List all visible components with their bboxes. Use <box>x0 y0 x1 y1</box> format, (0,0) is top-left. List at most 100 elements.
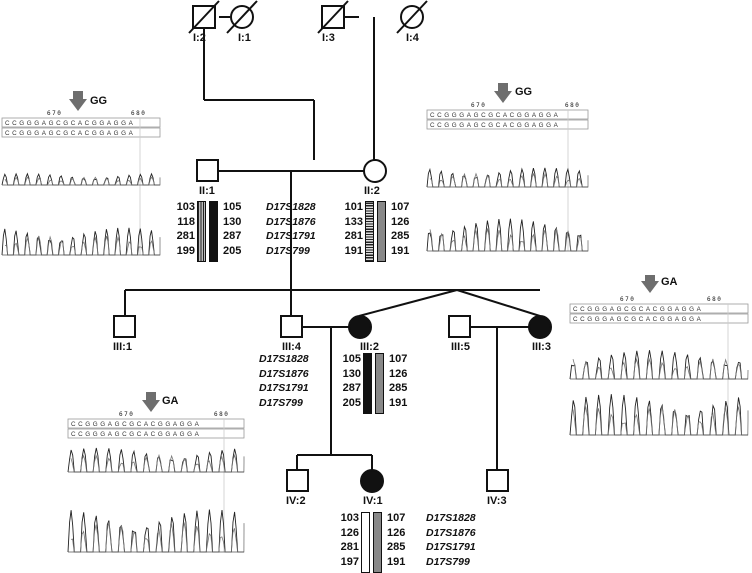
label-IV2: IV:2 <box>286 495 306 507</box>
chromatogram-trace-forward <box>1 172 160 186</box>
label-II1: II:1 <box>199 185 215 197</box>
sequence-row-box <box>67 418 245 429</box>
sequence-read-text: CCGGGAGCGCACGGAGGA <box>573 316 703 323</box>
position-tick: 680 <box>707 296 723 303</box>
haplotype-bar-III2-right <box>375 353 384 414</box>
label-IV3: IV:3 <box>487 495 507 507</box>
position-tick: 670 <box>47 110 63 117</box>
position-tick: 670 <box>119 411 135 418</box>
marker-name: D17S1828 <box>266 201 316 213</box>
marker-list-II: D17S1828 D17S1876 D17S1791 D17S799 <box>266 200 316 258</box>
male-symbol-III4 <box>280 315 303 338</box>
sequence-read-text: CCGGGAGCGCACGGAGGA <box>5 130 135 137</box>
deceased-slash-I1 <box>226 0 258 34</box>
haplotype-bar-III2-left <box>363 353 372 414</box>
label-III1: III:1 <box>113 341 132 353</box>
sequence-row-box <box>569 303 749 314</box>
marker-name: D17S1828 <box>259 353 309 365</box>
chromatogram-trace: CCGGGAGCGCACGGAGGA CCGGGAGCGCACGGAGGA <box>426 83 589 252</box>
position-tick: 680 <box>214 411 230 418</box>
genotype-label: GA <box>661 276 678 288</box>
deceased-slash-I2 <box>188 0 220 34</box>
chromatogram-trace-forward <box>426 167 588 188</box>
male-symbol-IV2 <box>286 469 309 492</box>
haplotype-bar-II2-right <box>377 201 386 262</box>
down-arrow-icon <box>641 273 659 293</box>
label-III2: III:2 <box>360 341 379 353</box>
haplotype-bar-IV1-right <box>373 512 382 573</box>
marker-name: D17S1876 <box>426 526 476 539</box>
label-I3: I:3 <box>322 32 335 44</box>
affected-female-symbol-IV1 <box>360 469 384 493</box>
sequence-read-text: CCGGGAGCGCACGGAGGA <box>430 122 560 129</box>
chromatogram-trace: CCGGGAGCGCACGGAGGA CCGGGAGCGCACGGAGGA <box>1 91 161 256</box>
label-IV1: IV:1 <box>363 495 383 507</box>
chromatogram-trace-reverse <box>1 227 160 256</box>
sequence-read-text: CCGGGAGCGCACGGAGGA <box>71 431 201 438</box>
label-I1: I:1 <box>238 32 251 44</box>
male-symbol-IV3 <box>486 469 509 492</box>
male-symbol-III5 <box>448 315 471 338</box>
position-tick: 680 <box>131 110 147 117</box>
marker-name: D17S1791 <box>426 541 476 553</box>
deceased-slash-I4 <box>396 0 428 34</box>
sequence-row-box <box>1 117 161 128</box>
sequence-row-box <box>67 428 245 439</box>
label-III5: III:5 <box>451 341 470 353</box>
marker-name: D17S799 <box>426 555 470 568</box>
down-arrow-icon <box>142 392 160 412</box>
marker-name: D17S1828 <box>426 512 476 524</box>
label-II2: II:2 <box>364 185 380 197</box>
sequence-read-text: CCGGGAGCGCACGGAGGA <box>5 120 135 127</box>
marker-name: D17S799 <box>266 244 310 257</box>
sequence-read-text: CCGGGAGCGCACGGAGGA <box>430 112 560 119</box>
label-III3: III:3 <box>532 341 551 353</box>
genotype-label: GA <box>162 395 179 407</box>
position-tick: 670 <box>620 296 636 303</box>
female-symbol-II2 <box>363 159 387 183</box>
sequence-row-box <box>426 109 589 120</box>
marker-name: D17S1876 <box>266 215 316 228</box>
genotype-label: GG <box>515 86 533 98</box>
label-III4: III:4 <box>282 341 301 353</box>
sequence-read-text: CCGGGAGCGCACGGAGGA <box>573 306 703 313</box>
marker-list-IV3: D17S1828 D17S1876 D17S1791 D17S799 <box>426 511 476 569</box>
haplotype-bar-II2-left <box>365 201 374 262</box>
haplotype-bar-IV1-left <box>361 512 370 573</box>
chromatogram-trace-forward <box>4 176 161 186</box>
sequence-row-box <box>569 313 749 324</box>
chromatogram-trace: CCGGGAGCGCACGGAGGA CCGGGAGCGCACGGAGGA <box>67 392 245 553</box>
label-I2: I:2 <box>193 32 206 44</box>
sequence-row-box <box>1 127 161 138</box>
haplotype-bar-II1-left <box>197 201 206 262</box>
down-arrow-icon <box>69 91 87 111</box>
deceased-slash-I3 <box>317 0 349 34</box>
sequence-read-text: CCGGGAGCGCACGGAGGA <box>71 421 201 428</box>
twin-line-III3 <box>456 289 541 317</box>
marker-name: D17S1876 <box>259 367 309 380</box>
male-symbol-III1 <box>113 315 136 338</box>
marker-name: D17S799 <box>259 396 303 409</box>
male-symbol-II1 <box>196 159 219 182</box>
marker-name: D17S1791 <box>259 382 309 394</box>
twin-line-III2 <box>358 289 458 317</box>
marker-list-III4: D17S1828 D17S1876 D17S1791 D17S799 <box>259 352 309 410</box>
sequence-row-box <box>426 119 589 130</box>
position-tick: 670 <box>471 102 487 109</box>
marker-name: D17S1791 <box>266 230 316 242</box>
genotype-label: GG <box>90 95 108 107</box>
haplotype-bar-II1-right <box>209 201 218 262</box>
